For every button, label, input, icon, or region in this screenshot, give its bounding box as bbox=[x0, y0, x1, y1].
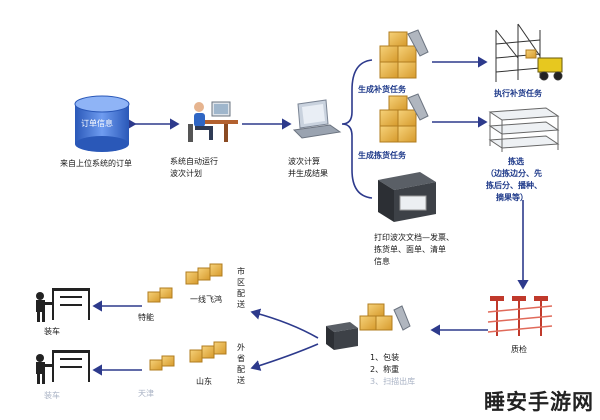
outside-dist-label: 外省配送 bbox=[237, 343, 245, 385]
print-label-1: 打印波次文档—发票、 bbox=[374, 233, 454, 242]
city-dist-label: 市区配送 bbox=[237, 267, 245, 309]
pick-label-4: 摘果等） bbox=[496, 193, 528, 202]
watermark: 睡安手游网 bbox=[484, 390, 594, 414]
upstream-order-label: 来自上位系统的订单 bbox=[60, 159, 132, 168]
rack-forklift-icon bbox=[495, 23, 563, 82]
pick-task-label: 生成拣货任务 bbox=[358, 151, 406, 160]
tianjin-label: 天津 bbox=[138, 389, 154, 398]
printer-icon bbox=[378, 172, 436, 222]
loading-dock-icon bbox=[36, 288, 90, 322]
pack-label-2: 2、称重 bbox=[370, 365, 400, 374]
replenish-boxes-icon bbox=[379, 29, 429, 79]
auto-plan-label-1: 系统自动运行 bbox=[170, 157, 218, 166]
pack-label-3: 3、扫描出库 bbox=[370, 377, 416, 386]
load-label-1: 装车 bbox=[44, 327, 60, 336]
shandong-label: 山东 bbox=[196, 377, 212, 386]
arrows bbox=[92, 56, 529, 376]
pick-label-2: （边拣边分、先 bbox=[486, 169, 542, 178]
exec-replenish-label: 执行补货任务 bbox=[494, 89, 542, 98]
operator-at-computer-icon bbox=[188, 101, 238, 142]
load-label-2: 装车 bbox=[44, 391, 60, 400]
pack-label-1: 1、包装 bbox=[370, 353, 400, 362]
quality-check-racks-icon bbox=[487, 296, 553, 336]
shelving-cart-icon bbox=[488, 107, 560, 152]
pick-label-3: 拣后分、播种、 bbox=[486, 181, 542, 190]
pick-label-1: 拣选 bbox=[508, 157, 524, 166]
teneng-label: 特能 bbox=[138, 313, 154, 322]
picking-boxes-icon bbox=[379, 93, 429, 143]
order-db-label: 订单信息 bbox=[81, 119, 113, 128]
loading-dock-icon-2 bbox=[36, 350, 90, 384]
yizhan-label: 一线飞鸿 bbox=[190, 295, 222, 304]
qc-label: 质检 bbox=[511, 345, 527, 354]
auto-plan-label-2: 波次计划 bbox=[170, 169, 202, 178]
database-icon bbox=[74, 95, 130, 152]
wave-calc-label-1: 波次计算 bbox=[288, 157, 320, 166]
province-boxes-icon bbox=[149, 341, 227, 371]
city-boxes-icon bbox=[147, 263, 223, 303]
print-label-3: 信息 bbox=[374, 257, 390, 266]
print-label-2: 拣货单、面单、清单 bbox=[374, 245, 446, 254]
wave-calc-label-2: 并生成结果 bbox=[288, 169, 328, 178]
replenish-task-label: 生成补货任务 bbox=[358, 85, 406, 94]
laptop-icon bbox=[292, 99, 342, 139]
packing-station-icon bbox=[326, 303, 411, 350]
